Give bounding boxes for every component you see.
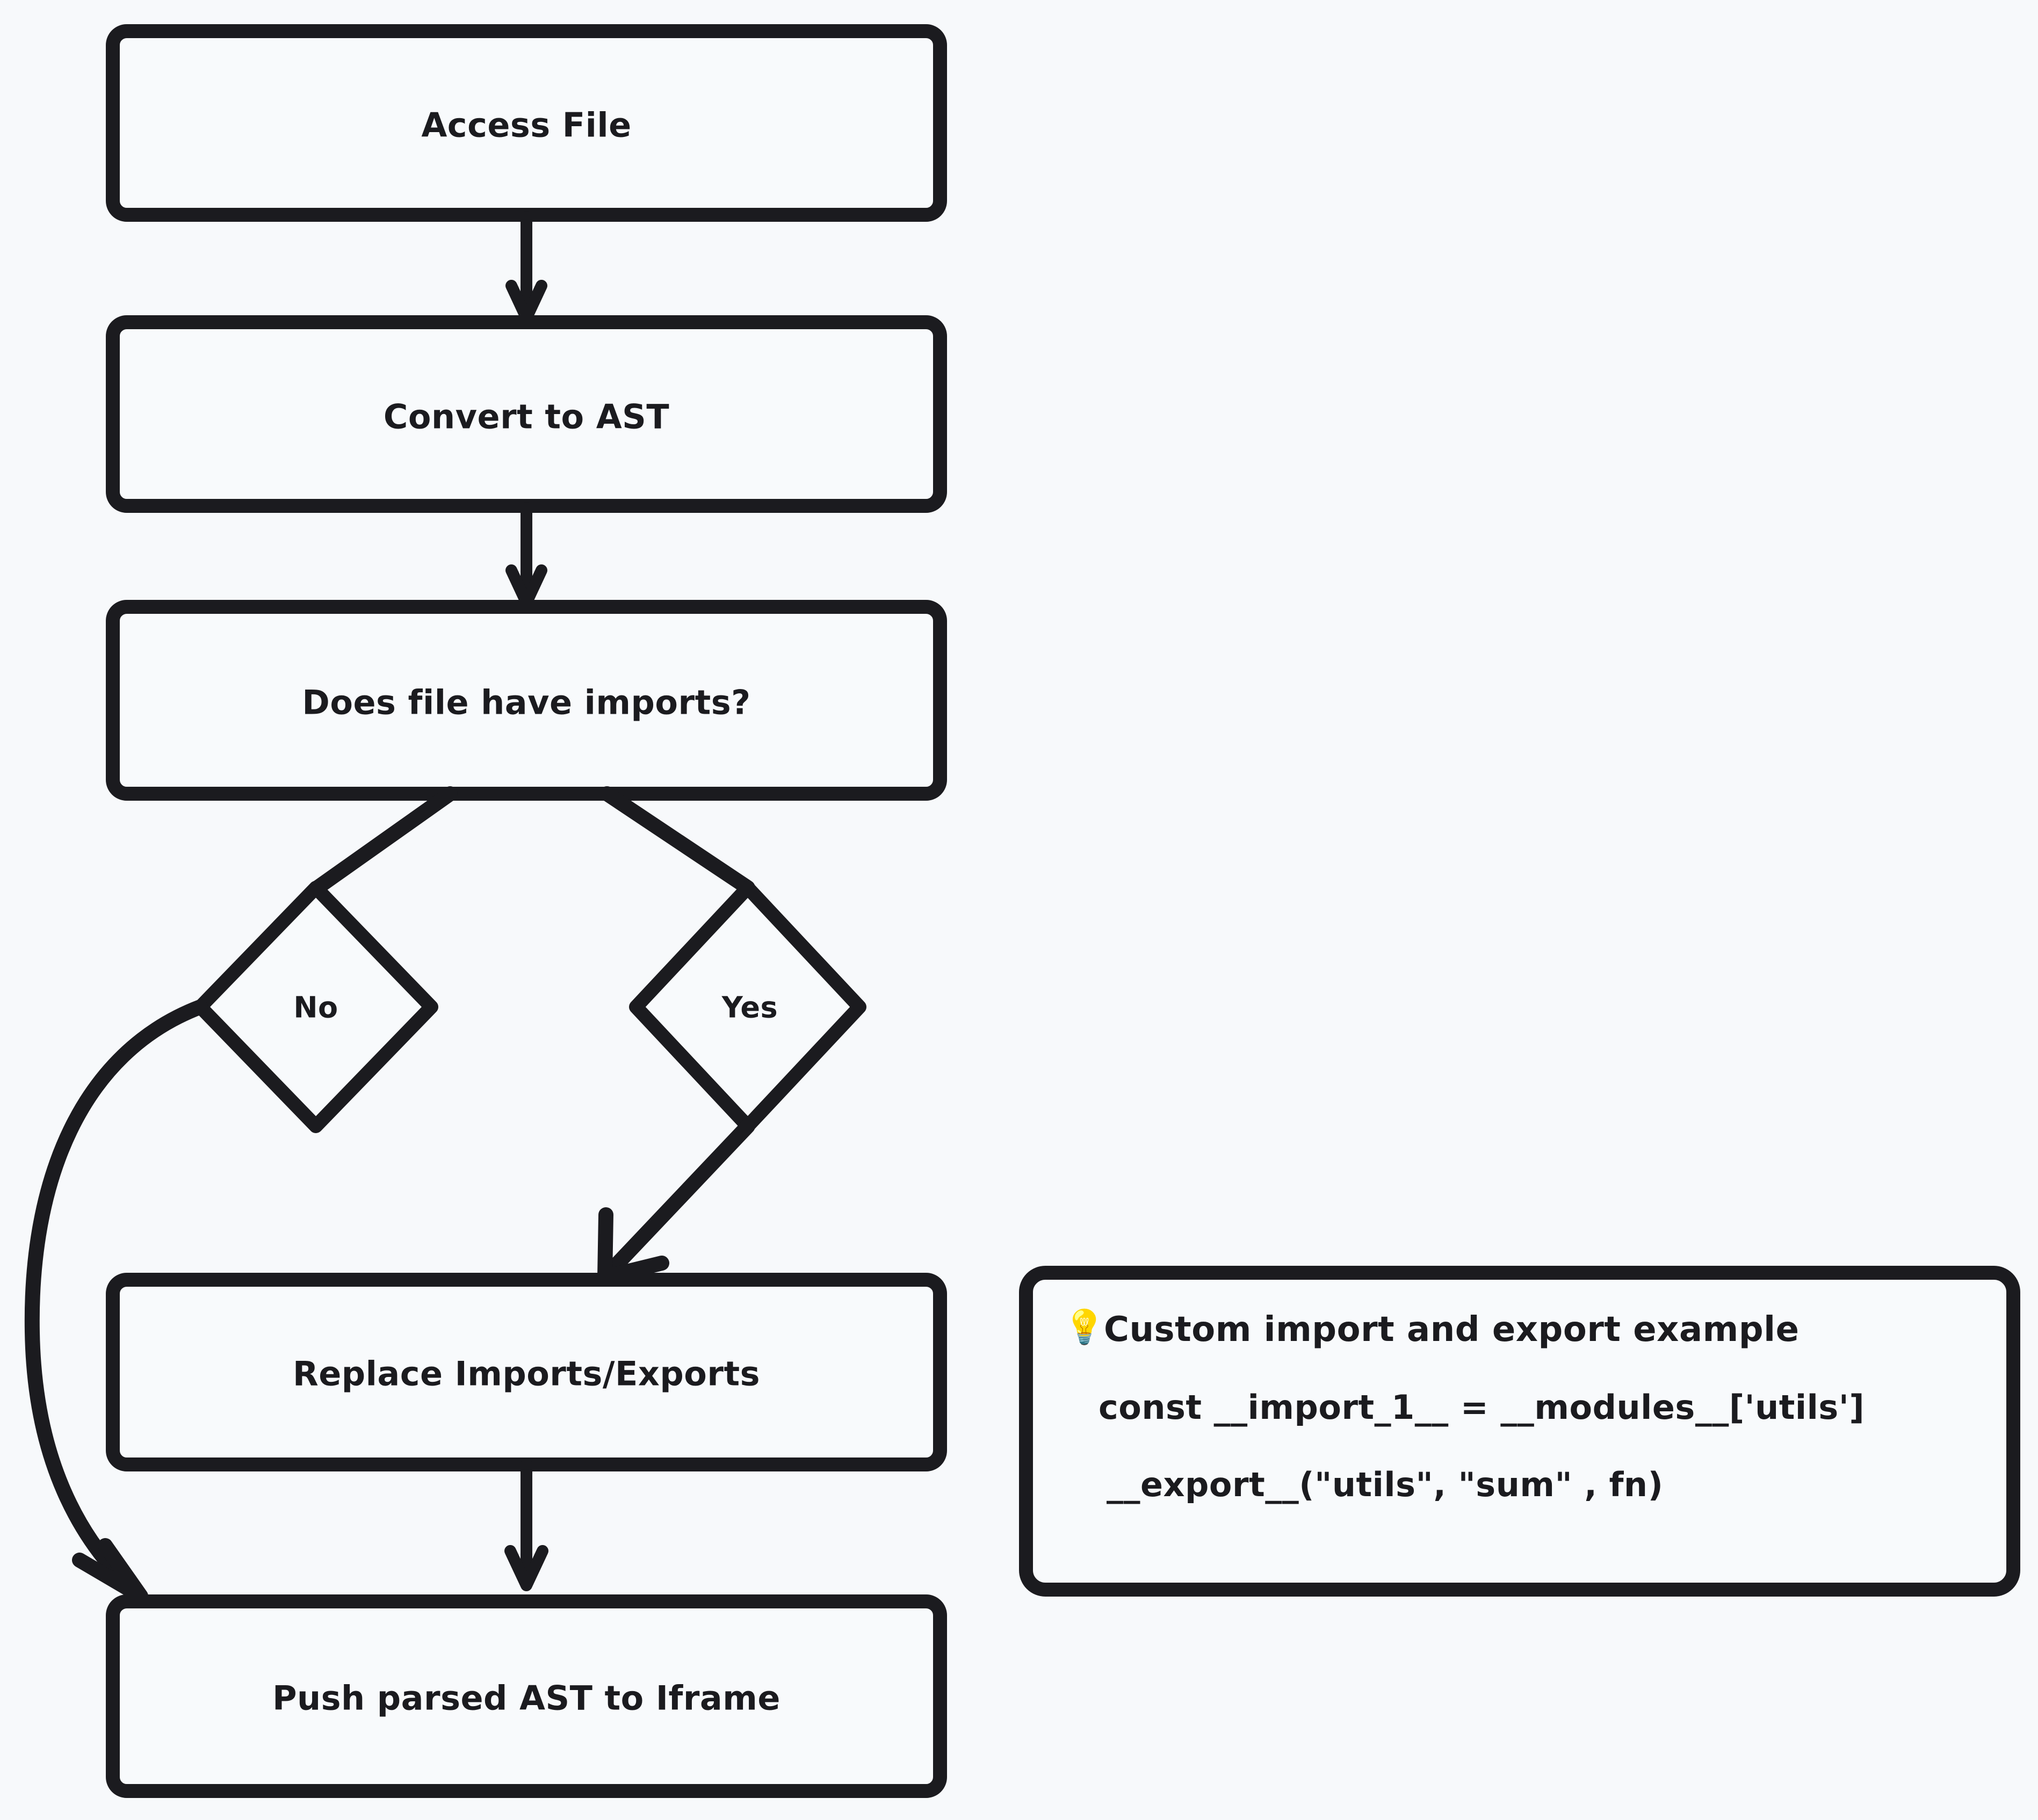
node-access-file[interactable]: [106, 24, 947, 222]
node-convert-to-ast[interactable]: [106, 315, 947, 513]
node-label-convert-to-ast: Convert to AST: [383, 397, 670, 437]
edge-yes-to-replace: [597, 1119, 755, 1285]
node-label-access-file: Access File: [421, 105, 632, 145]
light-bulb-icon: 💡: [1064, 1307, 1105, 1346]
note-title: Custom import and export example: [1104, 1310, 1799, 1350]
node-label-push-parsed-ast: Push parsed AST to Iframe: [272, 1678, 780, 1718]
note-code-line-2: __export__("utils", "sum" , fn): [1107, 1465, 1664, 1504]
edge-convert-to-check: [505, 502, 547, 608]
edge-check-to-yes: [599, 786, 755, 895]
node-branch-no[interactable]: [193, 881, 438, 1133]
note-custom-import-export[interactable]: [1019, 1266, 2020, 1597]
node-label-does-file-have-imports: Does file have imports?: [302, 683, 751, 722]
edge-access-to-convert: [505, 211, 547, 324]
edge-check-to-no: [308, 786, 458, 896]
node-label-branch-yes: Yes: [721, 990, 778, 1025]
node-does-file-have-imports[interactable]: [106, 600, 947, 801]
note-code-line-1: const __import_1__ = __modules__['utils'…: [1099, 1388, 1865, 1427]
node-replace-imports-exports[interactable]: [106, 1273, 947, 1471]
edge-replace-to-push: [504, 1459, 548, 1591]
node-label-branch-no: No: [293, 990, 338, 1025]
node-push-parsed-ast[interactable]: [106, 1594, 947, 1798]
node-label-replace-imports-exports: Replace Imports/Exports: [293, 1354, 760, 1394]
